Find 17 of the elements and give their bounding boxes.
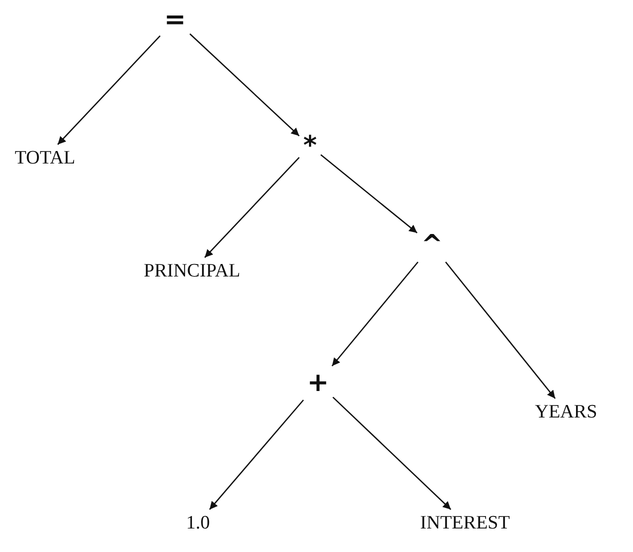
operator-symbol: = — [164, 7, 186, 33]
constant-label: 1.0 — [186, 514, 210, 532]
arrow — [204, 157, 300, 258]
arrow — [332, 396, 452, 510]
arrow — [332, 262, 418, 366]
operator-symbol: + — [307, 370, 329, 396]
arrow — [189, 33, 300, 136]
arrow — [57, 35, 161, 145]
variable-label: PRINCIPAL — [144, 262, 240, 280]
operator-symbol: ^ — [421, 232, 443, 258]
arrow — [445, 262, 556, 399]
operator-symbol: * — [303, 133, 317, 159]
variable-label: TOTAL — [14, 148, 76, 168]
arrow — [209, 400, 304, 510]
variable-label: YEARS — [534, 402, 598, 422]
arrow — [320, 154, 418, 234]
variable-label: INTEREST — [420, 514, 510, 532]
